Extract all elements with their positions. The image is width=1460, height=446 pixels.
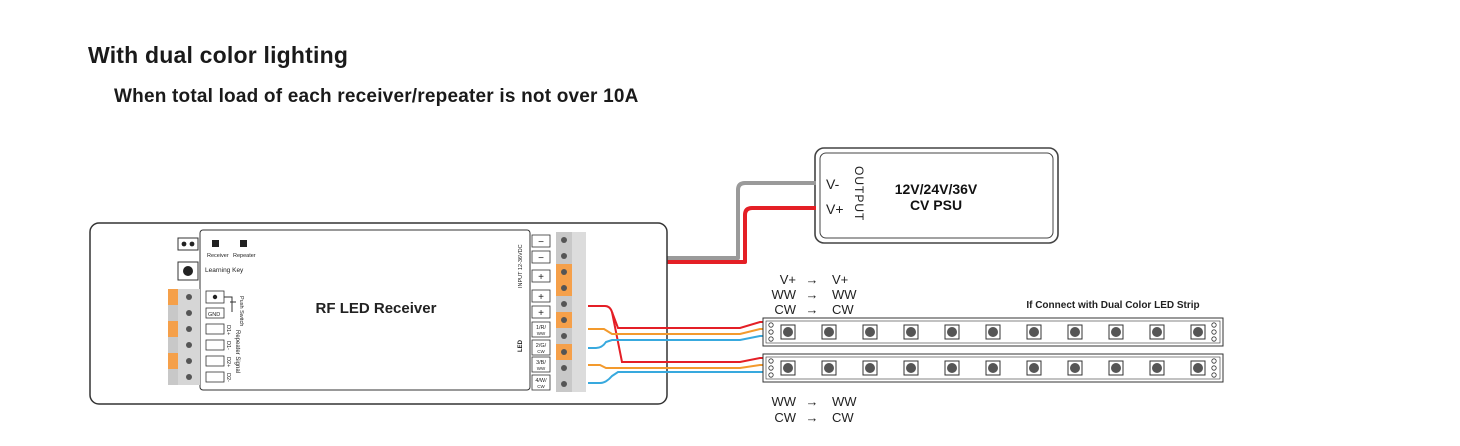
right-terminal-block: − − + + INPUT 12-36VDC + 1/R/ WW 2/G/ CW… bbox=[518, 232, 586, 392]
led-chip-lens bbox=[1111, 363, 1121, 373]
led-chip-lens bbox=[1152, 363, 1162, 373]
learning-key-label: Learning Key bbox=[205, 267, 244, 274]
led-chip-lens bbox=[1193, 327, 1203, 337]
psu-v-minus: V- bbox=[826, 176, 840, 192]
led-channel-4-bottom: CW bbox=[537, 384, 545, 389]
map-top-from-3: CW bbox=[774, 302, 796, 317]
ww-wire-strip2 bbox=[588, 364, 772, 369]
input-voltage-label: INPUT 12-36VDC bbox=[518, 244, 524, 288]
led-chip-lens bbox=[988, 327, 998, 337]
led-output-label: LED bbox=[518, 339, 524, 352]
map-top-to-2: WW bbox=[832, 287, 857, 302]
signal-pin-d2-plus: D2+ bbox=[225, 357, 231, 367]
led-chip-lens bbox=[906, 327, 916, 337]
led-channel-1-bottom: WW bbox=[537, 331, 546, 336]
led-chip-lens bbox=[1029, 327, 1039, 337]
output-wires bbox=[588, 305, 772, 384]
psu-output-label: OUTPUT bbox=[852, 166, 866, 221]
map-top-arrow-1: → bbox=[806, 272, 819, 287]
gnd-label: GND bbox=[208, 312, 220, 318]
push-switch-label: Push Switch bbox=[238, 296, 244, 326]
map-bottom-to-1: WW bbox=[832, 394, 857, 409]
led-channel-3-bottom: WW bbox=[537, 366, 546, 371]
led-chip-lens bbox=[824, 363, 834, 373]
negative-wire bbox=[588, 181, 816, 260]
power-wires bbox=[588, 181, 816, 278]
psu-v-plus: V+ bbox=[826, 201, 844, 217]
led-chip-lens bbox=[1029, 363, 1039, 373]
strip2-pads bbox=[768, 358, 1217, 378]
input-pin-4: + bbox=[538, 292, 544, 303]
map-top-to-3: CW bbox=[832, 302, 854, 317]
left-terminal-block: GND Push Switch D1+ D1- D2+ D2- Repeater… bbox=[168, 289, 244, 385]
led-chip-lens bbox=[1193, 363, 1203, 373]
strip-caption: If Connect with Dual Color LED Strip bbox=[1026, 300, 1199, 311]
signal-pin-d2-minus: D2- bbox=[225, 373, 231, 382]
led-chip-lens bbox=[947, 363, 957, 373]
led-channel-3-top: 3/B/ bbox=[536, 360, 546, 366]
receiver-mode-label: Receiver bbox=[207, 253, 229, 259]
map-top-arrow-3: → bbox=[806, 302, 819, 317]
led-channel-2-top: 2/G/ bbox=[536, 343, 547, 349]
psu-type: CV PSU bbox=[910, 197, 962, 213]
led-channel-4-top: 4/W/ bbox=[535, 378, 547, 384]
repeater-mode-label: Repeater bbox=[233, 253, 256, 259]
strip-positive-wire bbox=[588, 305, 772, 329]
page-title: With dual color lighting bbox=[88, 42, 349, 68]
map-bottom-from-1: WW bbox=[771, 394, 796, 409]
signal-pin-d1-minus: D1- bbox=[225, 341, 231, 350]
input-pin-1: − bbox=[538, 237, 544, 248]
input-pin-3: + bbox=[538, 272, 544, 283]
map-bottom-from-2: CW bbox=[774, 410, 796, 425]
map-top-arrow-2: → bbox=[806, 287, 819, 302]
map-bottom-to-2: CW bbox=[832, 410, 854, 425]
led-strip-1 bbox=[762, 317, 1224, 347]
map-bottom-arrow-1: → bbox=[806, 394, 819, 409]
led-chip-lens bbox=[1070, 327, 1080, 337]
led-chip-lens bbox=[1152, 327, 1162, 337]
strip1-pads bbox=[768, 322, 1217, 342]
led-chip-lens bbox=[783, 363, 793, 373]
map-top-from-2: WW bbox=[771, 287, 796, 302]
led-chip-lens bbox=[1111, 327, 1121, 337]
map-top-to-1: V+ bbox=[832, 272, 848, 287]
led-channel-1-top: 1/R/ bbox=[536, 325, 547, 331]
repeater-signal-label: Repeater Signal bbox=[234, 330, 240, 373]
receiver-name: RF LED Receiver bbox=[316, 300, 437, 317]
cw-wire-strip2 bbox=[588, 371, 772, 384]
map-bottom-arrow-2: → bbox=[806, 410, 819, 425]
page-subtitle: When total load of each receiver/repeate… bbox=[114, 86, 639, 107]
ww-wire-strip1 bbox=[588, 328, 772, 335]
led-chip-lens bbox=[988, 363, 998, 373]
led-chip-lens bbox=[906, 363, 916, 373]
led-chip-lens bbox=[824, 327, 834, 337]
led-chip-lens bbox=[947, 327, 957, 337]
psu-unit: V- V+ OUTPUT 12V/24V/36V CV PSU bbox=[814, 147, 1059, 244]
cw-wire-strip1 bbox=[588, 335, 772, 349]
led-plus-pin: + bbox=[538, 308, 544, 319]
led-chip-lens bbox=[783, 327, 793, 337]
receiver-unit: RF LED Receiver Receiver Repeater Learni… bbox=[89, 222, 668, 405]
input-pin-2: − bbox=[538, 253, 544, 264]
led-chip-lens bbox=[1070, 363, 1080, 373]
map-top-from-1: V+ bbox=[780, 272, 796, 287]
psu-rating: 12V/24V/36V bbox=[895, 181, 978, 197]
led-chip-lens bbox=[865, 327, 875, 337]
signal-pin-d1-plus: D1+ bbox=[225, 325, 231, 335]
mapping-bottom: WW → WW CW → CW bbox=[771, 394, 857, 425]
led-channel-2-bottom: CW bbox=[537, 349, 545, 354]
mapping-top: V+ → V+ WW → WW CW → CW bbox=[771, 272, 857, 317]
led-chip-lens bbox=[865, 363, 875, 373]
positive-wire bbox=[588, 206, 816, 278]
led-strip-2 bbox=[762, 353, 1224, 383]
